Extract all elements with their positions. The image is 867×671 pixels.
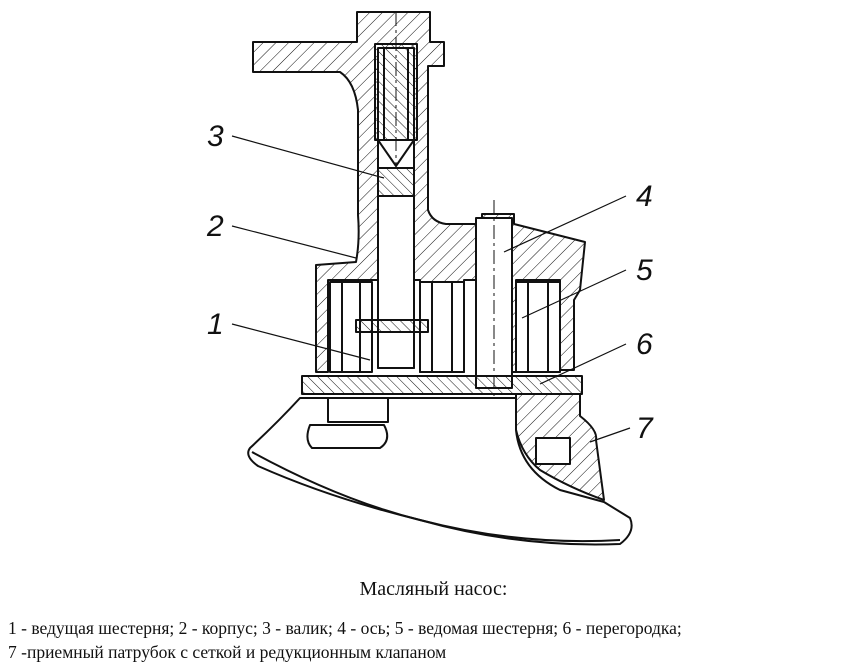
- legend-line-1: 1 - ведущая шестерня; 2 - корпус; 3 - ва…: [8, 618, 682, 638]
- valve-block: [535, 437, 571, 465]
- window-left: [306, 424, 389, 449]
- pin: [355, 319, 429, 333]
- partition: [301, 375, 583, 395]
- driven-gear: [515, 281, 561, 373]
- callout-5: 5: [636, 254, 653, 287]
- legend-line-2: 7 -приемный патрубок с сеткой и редукцио…: [8, 642, 447, 662]
- figure-caption: Масляный насос:: [359, 578, 508, 600]
- callout-2: 2: [206, 210, 224, 243]
- oil-pump-drawing: 3 2 1 4 5 6 7: [206, 11, 654, 546]
- legend: 1 - ведущая шестерня; 2 - корпус; 3 - ва…: [8, 616, 863, 664]
- callout-3: 3: [207, 120, 224, 153]
- shaft: [377, 167, 415, 369]
- shaft-hatched-zone: [377, 167, 415, 197]
- callout-7: 7: [636, 412, 654, 445]
- callout-6: 6: [636, 328, 653, 361]
- callout-4: 4: [636, 180, 653, 213]
- callout-1: 1: [207, 308, 224, 341]
